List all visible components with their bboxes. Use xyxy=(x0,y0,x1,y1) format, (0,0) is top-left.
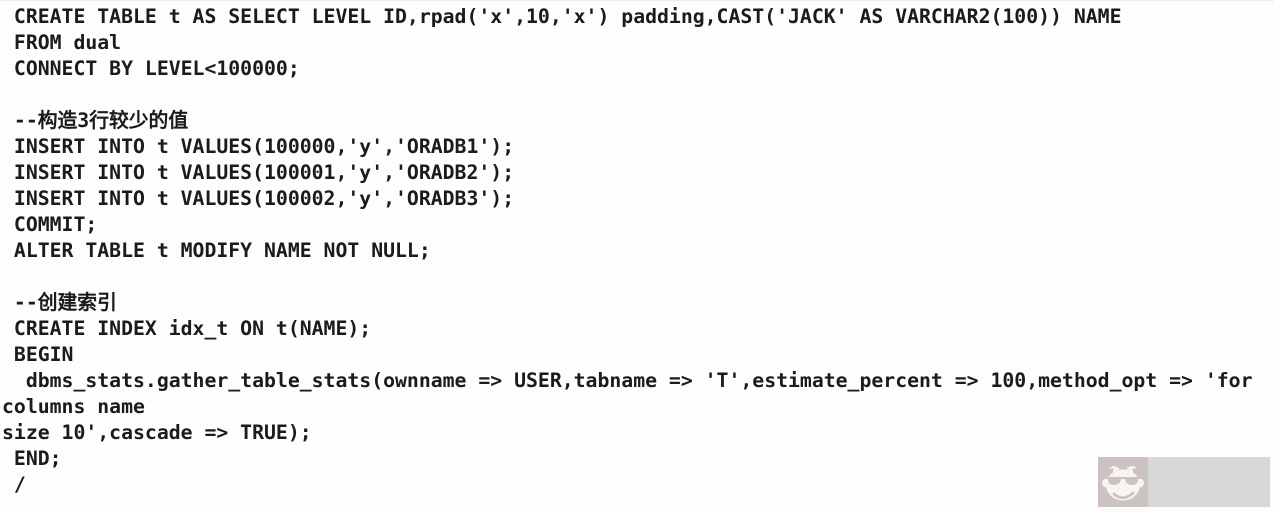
watermark-label-area xyxy=(1148,457,1270,507)
code-block: CREATE TABLE t AS SELECT LEVEL ID,rpad('… xyxy=(2,5,1253,496)
watermark xyxy=(1098,457,1270,507)
face-with-sunglasses-logo-icon xyxy=(1098,457,1148,507)
